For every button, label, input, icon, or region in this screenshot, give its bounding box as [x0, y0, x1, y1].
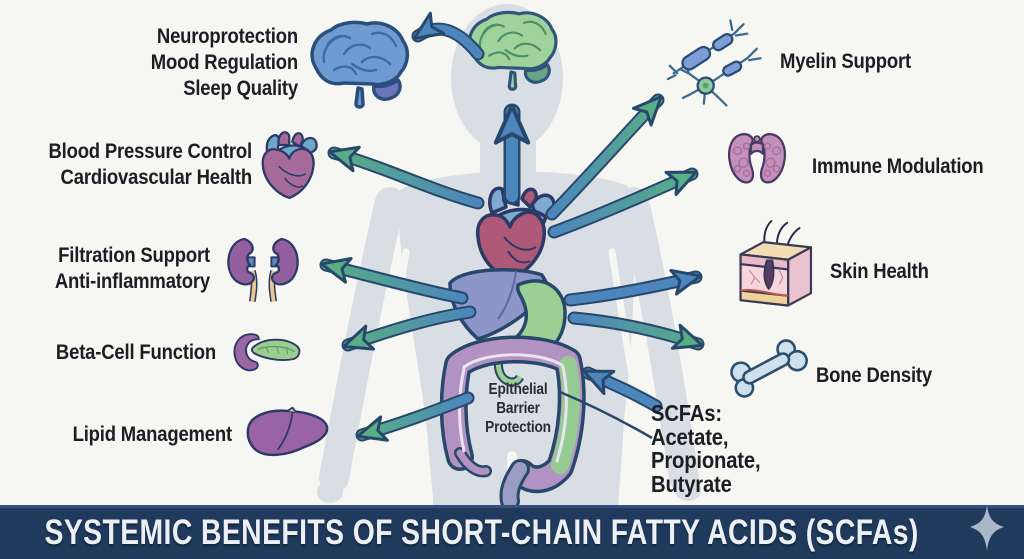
- skin-icon: [739, 220, 813, 307]
- arrow-to-brain-label: [412, 11, 483, 59]
- label-epithelial-barrier: Epithelial Barrier Protection: [485, 381, 551, 436]
- banner-title: SYSTEMIC BENEFITS OF SHORT-CHAIN FATTY A…: [44, 513, 919, 552]
- label-skin: Skin Health: [830, 260, 929, 283]
- label-filtration: Filtration Support Anti-inflammatory: [54, 244, 211, 293]
- pancreas-icon: [233, 333, 301, 372]
- arrow-to-kidneys: [320, 257, 467, 303]
- arrow-to-bone: [569, 313, 704, 350]
- neuron-icon: [666, 19, 762, 107]
- label-beta-cell: Beta-Cell Function: [55, 341, 217, 364]
- arrow-scfas-to-gut: [582, 368, 661, 411]
- label-lipid: Lipid Management: [72, 423, 233, 446]
- label-immune: Immune Modulation: [812, 155, 984, 178]
- label-bone: Bone Density: [816, 364, 932, 387]
- central-brain-icon: [467, 10, 558, 91]
- arrow-to-pancreas: [342, 307, 475, 351]
- arrow-to-neuron: [547, 95, 663, 219]
- brain-icon: [310, 20, 410, 109]
- kidneys-icon: [227, 237, 299, 302]
- title-banner: SYSTEMIC BENEFITS OF SHORT-CHAIN FATTY A…: [0, 505, 1024, 559]
- arrow-to-thyroid: [549, 169, 698, 237]
- thyroid-icon: [728, 133, 786, 184]
- liver-icon: [246, 406, 329, 457]
- label-neuroprotection: Neuroprotection Mood Regulation Sleep Qu…: [150, 25, 298, 100]
- sparkle-icon: [969, 505, 1005, 551]
- heart-icon: [261, 131, 318, 200]
- arrow-to-heart-label: [328, 145, 483, 208]
- label-blood-pressure: Blood Pressure Control Cardiovascular He…: [48, 140, 253, 189]
- label-myelin: Myelin Support: [780, 50, 912, 73]
- bone-icon: [730, 339, 808, 398]
- scfas-pointer-line: [559, 390, 653, 440]
- arrow-to-skin: [565, 268, 702, 305]
- label-scfas: SCFAs: Acetate, Propionate, Butyrate: [651, 400, 761, 497]
- arrow-to-liver-label: [356, 393, 473, 442]
